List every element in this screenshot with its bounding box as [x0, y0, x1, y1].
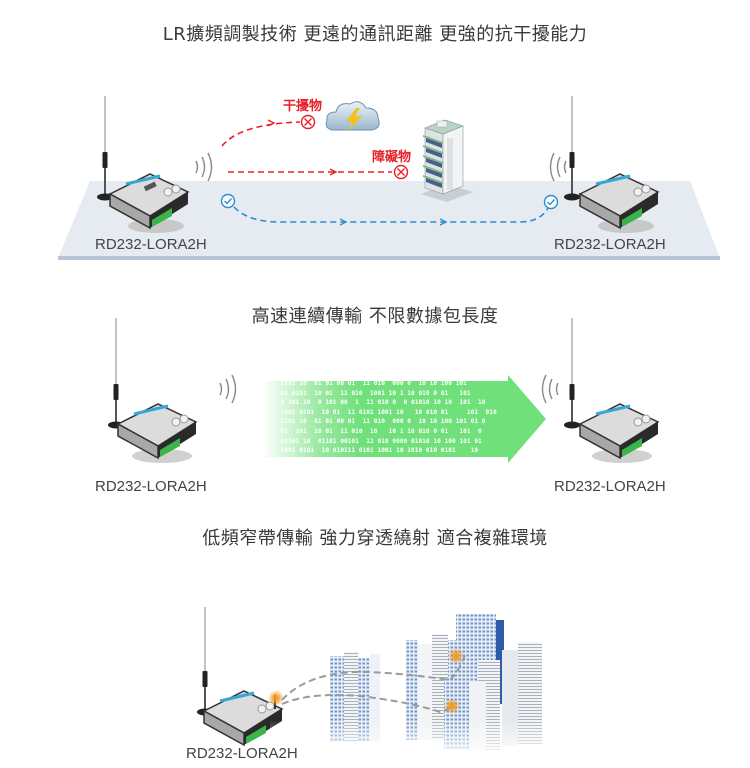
left-device-2 [108, 318, 198, 463]
blocked-x-icon [393, 164, 409, 180]
device-label: RD232-LORA2H [554, 478, 666, 495]
antenna-icon [97, 96, 113, 201]
signal-path-upper [281, 651, 467, 701]
building-icon [421, 119, 473, 202]
left-device-3 [197, 607, 284, 747]
obstacle-label: 障礙物 [372, 150, 412, 165]
signal-waves-out-icon [195, 152, 213, 182]
antenna-icon [564, 96, 580, 201]
transmission-paths [221, 119, 549, 226]
building-group [270, 614, 550, 760]
storm-cloud-icon [325, 101, 380, 132]
right-device-2 [564, 318, 660, 463]
device-label: RD232-LORA2H [554, 236, 666, 253]
antenna-icon [108, 318, 124, 429]
signal-dot-icon [268, 690, 284, 706]
signal-waves-out-icon [219, 374, 237, 404]
antenna-icon [197, 607, 213, 716]
left-device-1 [97, 96, 190, 233]
section-2-heading: 高速連續傳輸 不限數據包長度 [251, 306, 499, 327]
router-device-icon [202, 690, 284, 747]
lora-success-path [233, 206, 549, 223]
right-device-1 [564, 96, 660, 233]
device-label: RD232-LORA2H [95, 478, 207, 495]
binary-stream-text: 1101 10 01 01 00 01 11 010 000 0 10 10 1… [280, 380, 497, 455]
check-circle-icon [220, 193, 236, 209]
router-device-icon [108, 173, 190, 233]
interference-path [221, 121, 301, 147]
signal-dot-icon [448, 648, 464, 664]
signal-dot-icon [444, 698, 460, 714]
device-label: RD232-LORA2H [186, 745, 298, 762]
signal-waves-in-icon [549, 152, 567, 182]
city-buildings-scene [270, 614, 550, 760]
router-device-icon [578, 173, 660, 233]
section-3-heading: 低頻窄帶傳輸 強力穿透繞射 適合複雜環境 [202, 528, 548, 549]
device-label: RD232-LORA2H [95, 236, 207, 253]
blocked-x-icon [300, 114, 316, 130]
router-device-icon [116, 403, 198, 463]
check-circle-icon [543, 194, 559, 210]
section-1-heading: LR擴頻調製技術 更遠的通訊距離 更強的抗干擾能力 [162, 24, 588, 45]
signal-waves-in-icon [541, 374, 559, 404]
interference-label: 干擾物 [283, 99, 323, 114]
router-device-icon [578, 403, 660, 463]
data-stream-arrow: 1101 10 01 01 00 01 11 010 000 0 10 10 1… [262, 375, 546, 463]
antenna-icon [564, 318, 580, 429]
